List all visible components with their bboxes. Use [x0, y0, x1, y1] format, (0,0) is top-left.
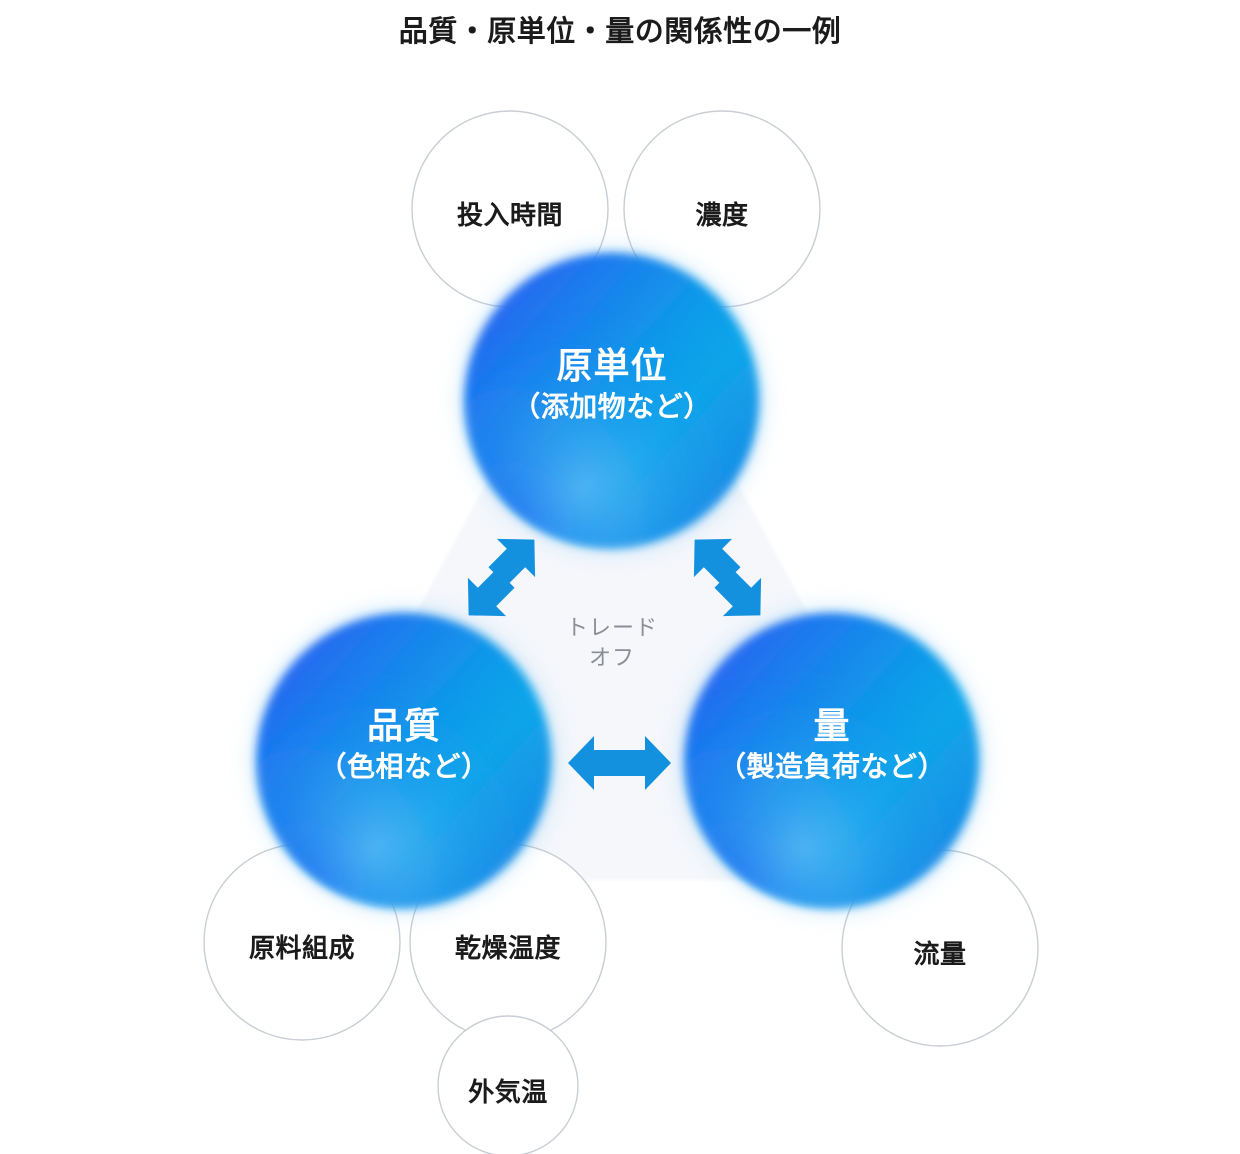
arrow-right-icon — [619, 736, 671, 790]
arrow-left-icon — [568, 736, 620, 790]
page-title: 品質・原単位・量の関係性の一例 — [398, 16, 842, 48]
arrows — [467, 538, 762, 790]
node-circle-hinshitsu[interactable] — [257, 613, 551, 907]
arrow-down-left-icon — [467, 569, 515, 617]
arrow-down-right-icon — [714, 569, 762, 617]
satellite-circle-gaikion[interactable] — [437, 1015, 579, 1154]
node-circle-ryou[interactable] — [685, 613, 979, 907]
node-circle-genntanni[interactable] — [465, 253, 759, 547]
